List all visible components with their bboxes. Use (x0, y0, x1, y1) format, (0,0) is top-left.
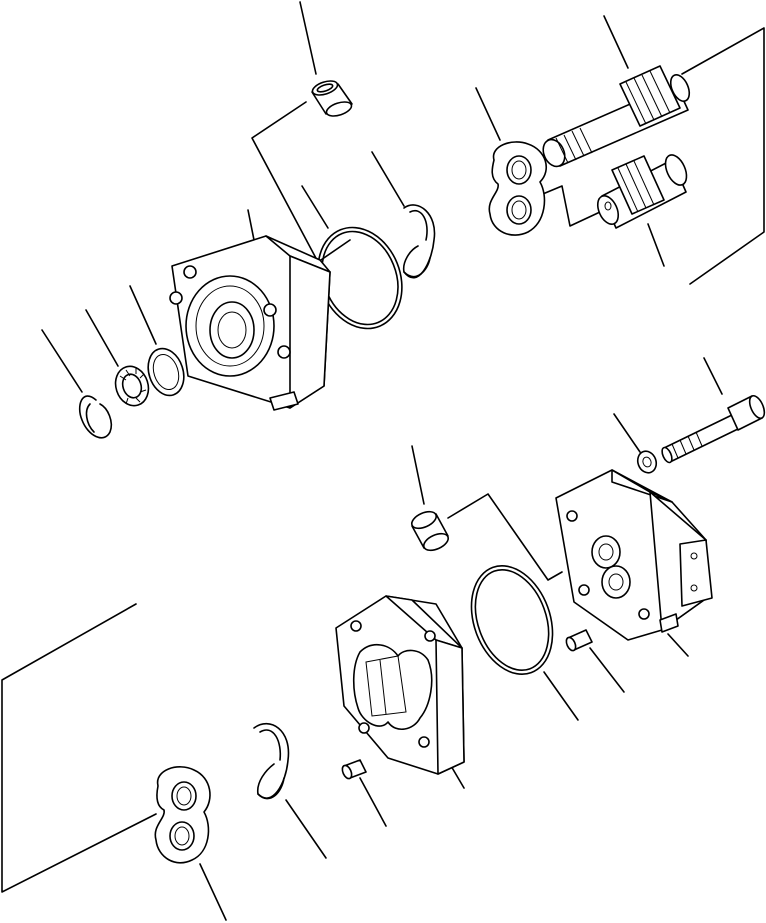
bracket-gear-set (682, 28, 764, 284)
bolt (660, 394, 766, 464)
front-cover (170, 236, 330, 410)
leader-washer (130, 286, 156, 344)
pump-body (336, 596, 464, 774)
leader-oil-seal (86, 310, 118, 366)
o-ring-mid (457, 554, 567, 685)
snap-ring-top (404, 205, 435, 278)
rear-cover (556, 470, 712, 640)
leader-o-ring-mid (544, 672, 578, 720)
driven-gear (594, 152, 691, 228)
leader-bushing-mid (412, 446, 424, 504)
dowel-pin-right (564, 630, 592, 652)
thrust-plate-low (155, 767, 210, 863)
bracket-lower-plate (2, 604, 156, 892)
snap-ring-low (254, 724, 288, 799)
leader-snap-ring-low (286, 800, 326, 858)
bracket-bushing-oring (252, 102, 350, 262)
leader-nut (614, 414, 640, 452)
bracket-bushing-rearcover (448, 494, 562, 580)
thrust-plate-top (489, 142, 546, 235)
leader-o-ring-top (302, 186, 328, 228)
dowel-pin-low (340, 760, 366, 780)
bracket-plate-gear (538, 186, 600, 226)
washer (142, 344, 189, 400)
leader-circlip (42, 330, 82, 392)
circlip (80, 396, 112, 438)
leader-plate-top (476, 88, 500, 140)
leader-lines (42, 2, 722, 920)
leader-bushing-top (300, 2, 316, 74)
leader-pin-right (590, 648, 624, 692)
leader-rear-cover (668, 634, 688, 656)
nut (635, 449, 659, 476)
bushing-top (311, 78, 353, 118)
leader-snap-ring-top (372, 152, 404, 206)
bushing-mid (409, 508, 450, 553)
drive-gear-shaft (539, 66, 693, 170)
leader-bolt (704, 358, 722, 394)
leader-pin-low (360, 778, 386, 826)
leader-driven-gear (648, 224, 664, 266)
leader-drive-gear (604, 16, 628, 68)
leader-plate-low (200, 864, 226, 920)
grouping-brackets (2, 28, 764, 892)
oil-seal (111, 362, 154, 410)
